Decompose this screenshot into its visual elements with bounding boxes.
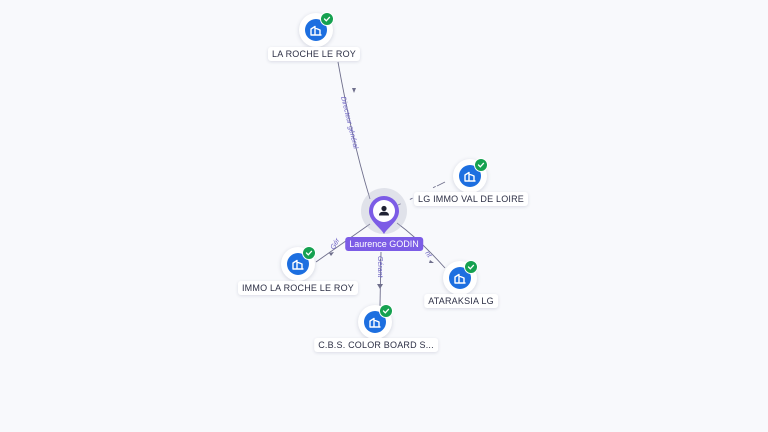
edge-lg-immo-dash [436,181,446,187]
company-node-lg-immo-val-de-loire[interactable] [453,158,488,193]
company-icon [287,253,309,275]
company-node-immo-la-roche-le-roy[interactable] [281,246,316,281]
edge-label-gerant-left: Gér [330,237,342,251]
person-label[interactable]: Laurence GODIN [345,237,423,251]
verified-check-icon [379,304,393,318]
verified-check-icon [302,246,316,260]
company-disc [443,260,478,295]
company-icon [449,267,471,289]
company-node-la-roche-le-roy[interactable] [299,12,334,47]
edge-label-gerant-right: nt [423,250,433,260]
company-icon [459,165,481,187]
company-label-cbs-color-board[interactable]: C.B.S. COLOR BOARD S... [314,338,438,352]
edge-label-directeur-general: Directeur général [339,96,359,150]
edge-immo-la-roche-le-roy [315,223,371,263]
company-label-ataraksia-lg[interactable]: ATARAKSIA LG [424,294,498,308]
edge-la-roche-le-roy [337,61,371,200]
edge-arrow [429,260,434,263]
company-icon [305,19,327,41]
company-icon [364,311,386,333]
company-node-ataraksia-lg[interactable] [443,260,478,295]
verified-check-icon [464,260,478,274]
edge-cbs-color-board [379,251,382,307]
company-disc [299,12,334,47]
edge-arrow [352,88,356,93]
company-label-lg-immo-val-de-loire[interactable]: LG IMMO VAL DE LOIRE [413,192,529,206]
company-label-la-roche-le-roy[interactable]: LA ROCHE LE ROY [267,47,361,61]
edge-label-gerant-bottom: Gérant [376,256,383,278]
company-disc [281,246,316,281]
person-node[interactable] [366,194,402,236]
person-icon [379,205,389,216]
verified-check-icon [320,12,334,26]
company-node-cbs-color-board[interactable] [358,304,393,339]
edge-arrow [329,252,334,256]
company-label-immo-la-roche-le-roy[interactable]: IMMO LA ROCHE LE ROY [237,281,359,295]
edge-arrow [377,284,383,289]
company-disc [358,304,393,339]
company-disc [453,158,488,193]
verified-check-icon [474,158,488,172]
